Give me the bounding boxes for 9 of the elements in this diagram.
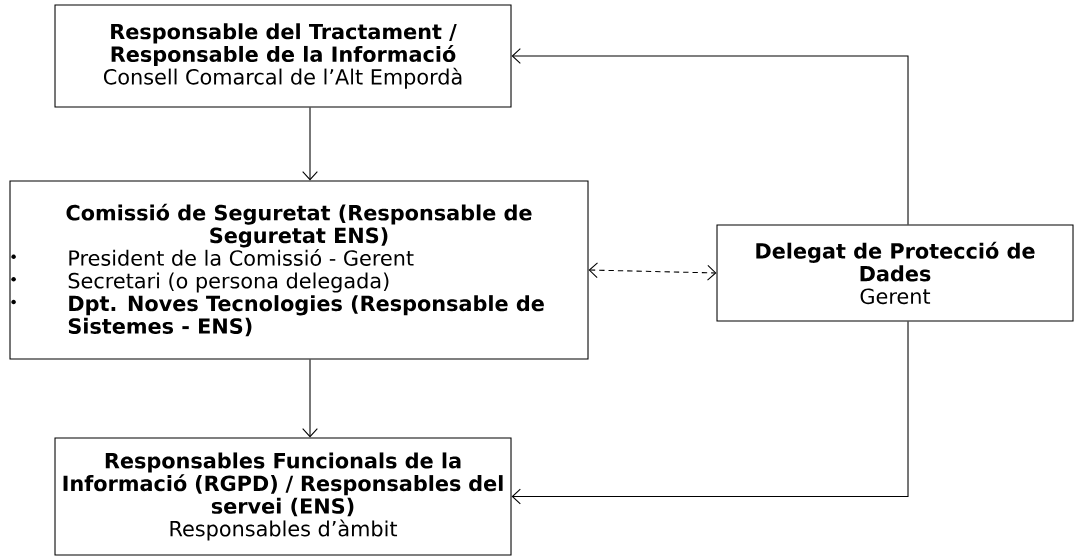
arrow (302, 107, 318, 181)
process-box: Delegat de Protecció de Dades Gerent (716, 224, 1074, 322)
arrow (511, 48, 909, 225)
process-box: Responsables Funcionals de la Informació (RGPD) / Responsables del servei (ENS) Responsables d’àmbit (54, 437, 512, 556)
process-box: Comissió de Seguretat (Responsable de Seguretat ENS) President de la Comissió - Gerent Secretari (o persona delegada) Dpt. Noves Tecnologies (Responsable de Sistemes - ENS) (9, 180, 589, 360)
arrow (588, 262, 717, 281)
arrow (302, 359, 318, 438)
arrow (511, 321, 909, 505)
process-box: Responsable del Tractament / Responsable de la Informació Consell Comarcal de l’Alt Empordà (54, 4, 512, 108)
